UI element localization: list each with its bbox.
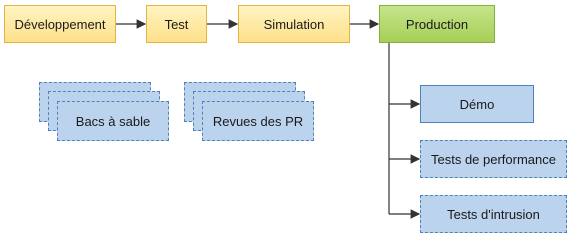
- stage-test: Test: [146, 5, 207, 43]
- stage-label: Test: [164, 16, 189, 32]
- stack-sandboxes-front: Bacs à sable: [57, 101, 169, 141]
- stage-production: Production: [379, 5, 495, 43]
- stage-label: Production: [405, 16, 469, 32]
- stack-label: Revues des PR: [212, 113, 304, 129]
- stage-developpement: Développement: [4, 5, 116, 43]
- environment-demo: Démo: [420, 85, 534, 123]
- environment-label: Tests d'intrusion: [447, 206, 540, 222]
- stage-simulation: Simulation: [238, 5, 350, 43]
- environment-label: Démo: [459, 96, 495, 112]
- environment-label: Tests de performance: [430, 151, 556, 167]
- environment-performance-tests: Tests de performance: [420, 140, 567, 178]
- stack-label: Bacs à sable: [75, 113, 151, 129]
- stage-label: Simulation: [263, 16, 325, 32]
- environment-intrusion-tests: Tests d'intrusion: [420, 195, 567, 233]
- stack-pr-reviews-front: Revues des PR: [202, 101, 314, 141]
- stage-label: Développement: [14, 16, 106, 32]
